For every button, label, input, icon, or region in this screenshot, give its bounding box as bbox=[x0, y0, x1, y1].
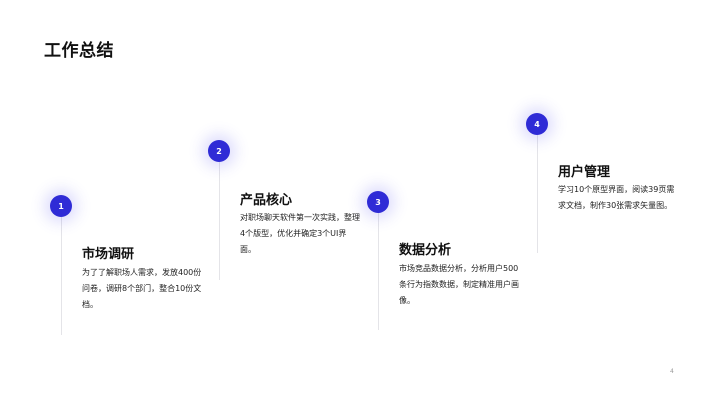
step-heading: 数据分析 bbox=[399, 243, 452, 258]
step-heading: 用户管理 bbox=[558, 165, 611, 180]
step-number-badge: 2 bbox=[208, 140, 230, 162]
step-description: 为了了解职场人需求，发放400份问卷，调研8个部门，整合10份文档。 bbox=[82, 268, 202, 309]
timeline-line bbox=[219, 162, 220, 280]
timeline-line bbox=[378, 212, 379, 330]
step-number-badge: 4 bbox=[526, 113, 548, 135]
step-heading: 市场调研 bbox=[82, 247, 135, 262]
page-title: 工作总结 bbox=[44, 41, 114, 61]
step-number-badge: 3 bbox=[367, 191, 389, 213]
step-heading: 产品核心 bbox=[240, 193, 293, 208]
page-number: 4 bbox=[670, 368, 674, 375]
timeline-line bbox=[61, 217, 62, 335]
step-description: 学习10个原型界面，阅读39页需求文档，制作30张需求矢量图。 bbox=[558, 185, 675, 210]
timeline-line bbox=[537, 135, 538, 253]
step-description: 市场竞品数据分析，分析用户500条行为指数数据，制定精准用户画像。 bbox=[399, 264, 519, 305]
step-number-badge: 1 bbox=[50, 195, 72, 217]
step-description: 对职场聊天软件第一次实践，整理4个版型，优化并确定3个UI界面。 bbox=[240, 213, 360, 254]
